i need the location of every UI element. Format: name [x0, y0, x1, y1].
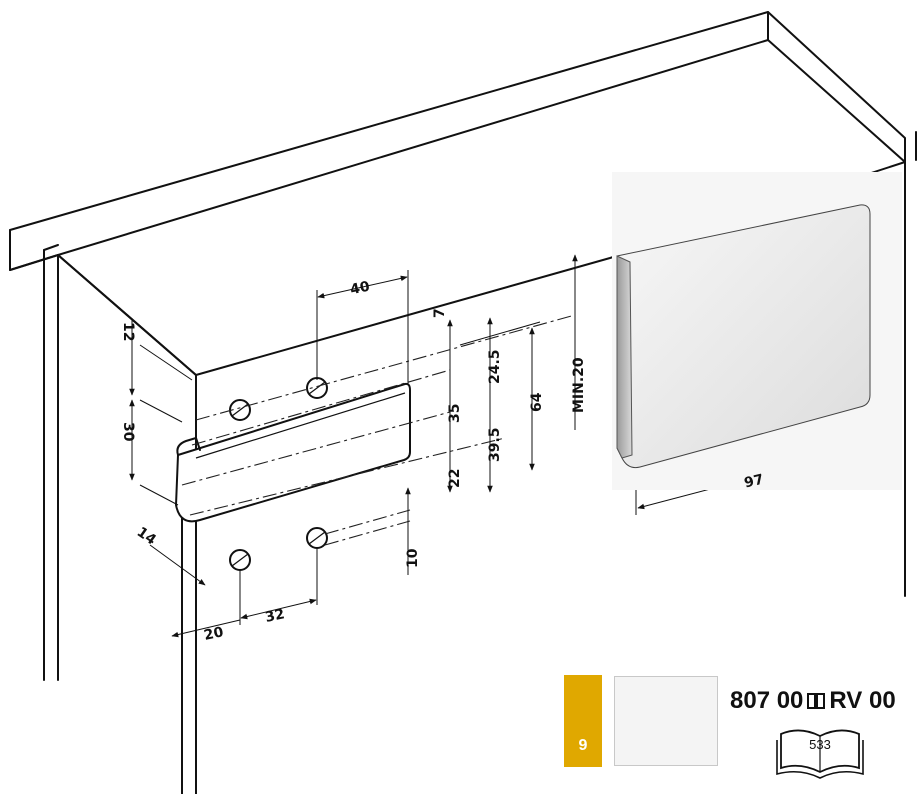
mounting-plate: [175, 382, 411, 523]
dim-20: 20: [203, 624, 226, 644]
page-number: 9: [578, 737, 588, 754]
pad-panel: [612, 172, 902, 490]
dim-35: 35: [447, 404, 463, 423]
dim-97: 97: [743, 472, 766, 492]
dim-40: 40: [349, 279, 372, 299]
right-side-panel: [904, 131, 917, 597]
dim-64: 64: [529, 392, 545, 412]
divider-icon: [807, 693, 826, 709]
dim-32: 32: [264, 606, 286, 626]
code-right: RV 00: [829, 687, 896, 714]
dim-min20: MIN.20: [571, 357, 587, 413]
dim-22: 22: [447, 469, 463, 488]
page-number-badge: 9: [564, 675, 602, 767]
cabinet-top: [9, 11, 906, 376]
dim-7: 7: [432, 308, 448, 318]
dim-10: 10: [405, 548, 421, 568]
book-icon: [776, 729, 864, 779]
left-side-panel: [43, 244, 59, 681]
dim-30: 30: [120, 422, 136, 442]
book-page-number: 533: [809, 737, 831, 752]
dim-12: 12: [120, 322, 136, 341]
dim-14: 14: [134, 524, 159, 548]
code-left: 807 00: [730, 687, 804, 714]
product-code: 807 00 RV 00: [730, 686, 896, 716]
dim-39-5: 39.5: [487, 427, 503, 462]
thumbnail-frame: [614, 676, 718, 766]
dim-24-5: 24.5: [487, 349, 503, 384]
